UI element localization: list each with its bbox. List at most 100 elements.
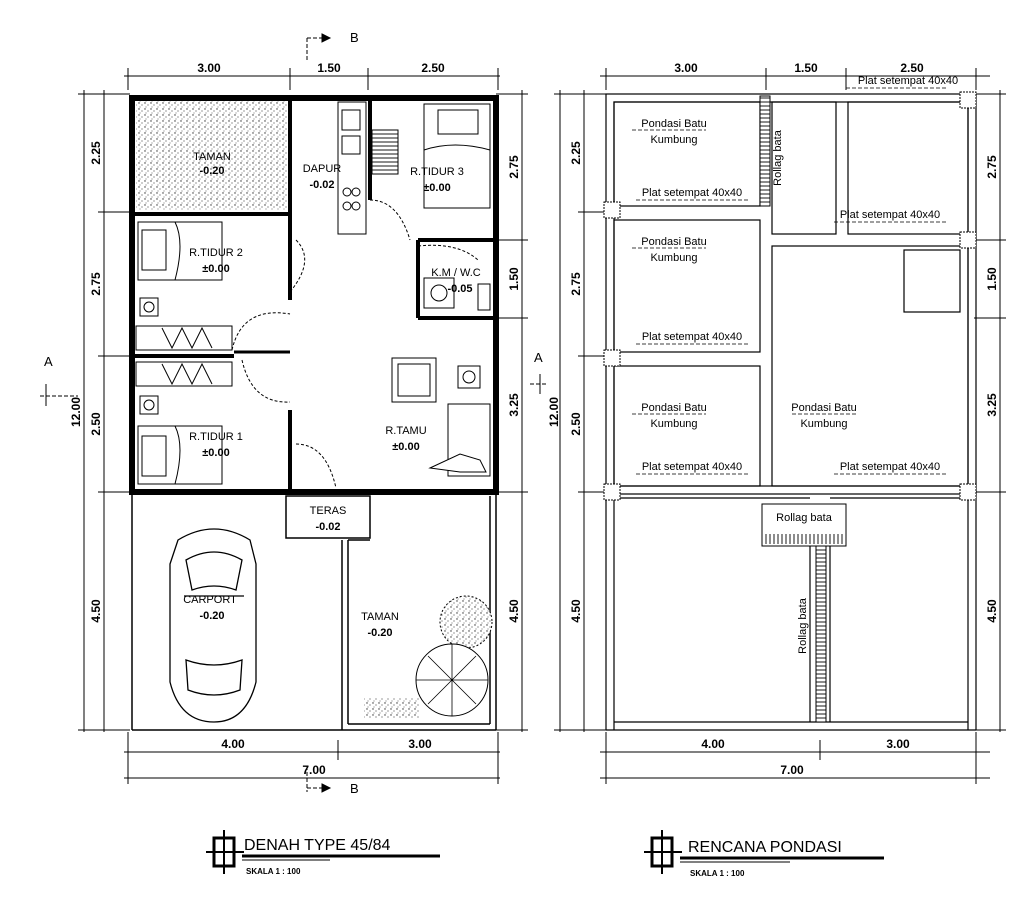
room-tidur3-level: ±0.00 bbox=[423, 182, 450, 194]
room-taman-top-level: -0.20 bbox=[199, 165, 224, 177]
floor-title-symbol bbox=[206, 830, 440, 874]
wardrobe-1-doors bbox=[161, 326, 213, 350]
room-teras-name: TERAS bbox=[310, 505, 347, 517]
section-a-left-label: A bbox=[44, 354, 53, 369]
section-b-bottom-marker bbox=[306, 766, 332, 793]
foundation-title-symbol bbox=[644, 830, 884, 874]
pad-footings bbox=[603, 91, 977, 501]
floor-vent-1 bbox=[139, 297, 159, 317]
foundation-top-dim-3: 2.50 bbox=[900, 61, 924, 75]
pondasi-label-2-line1: Pondasi Batu bbox=[641, 236, 706, 248]
bathroom-fixtures bbox=[423, 277, 491, 311]
rollag-strip-vertical bbox=[759, 95, 771, 207]
car-symbol bbox=[169, 528, 257, 723]
floor-left-dim-3: 2.50 bbox=[89, 412, 103, 436]
pondasi-label-1-line1: Pondasi Batu bbox=[641, 118, 706, 130]
room-tidur2-level: ±0.00 bbox=[202, 263, 229, 275]
kitchen-counter bbox=[337, 101, 367, 235]
rollag-label-vertical: Rollag bata bbox=[772, 129, 784, 186]
garden-top-left bbox=[136, 100, 290, 210]
foundation-top-dim-1: 3.00 bbox=[674, 61, 698, 75]
room-dapur-level: -0.02 bbox=[309, 179, 334, 191]
room-taman-level: -0.20 bbox=[367, 627, 392, 639]
section-b-top-marker bbox=[306, 33, 332, 62]
room-tamu-level: ±0.00 bbox=[392, 441, 419, 453]
room-teras-level: -0.02 bbox=[315, 521, 340, 533]
room-taman-top-name: TAMAN bbox=[193, 151, 231, 163]
floor-top-dim-2: 1.50 bbox=[317, 61, 341, 75]
foundation-plan-title: RENCANA PONDASI bbox=[688, 839, 842, 856]
plat-label-3: Plat setempat 40x40 bbox=[642, 461, 742, 473]
floor-right-dim-4: 4.50 bbox=[507, 599, 521, 623]
rollag-label-lower: Rollag bata bbox=[797, 597, 809, 654]
pondasi-label-4-line2: Kumbung bbox=[800, 418, 847, 430]
wardrobe-1 bbox=[135, 325, 233, 351]
foundation-right-dim-2: 1.50 bbox=[985, 267, 999, 291]
tree-symbols bbox=[364, 595, 493, 718]
annotation-arrows bbox=[632, 87, 946, 475]
foundation-section-a-label: A bbox=[534, 350, 543, 365]
foundation-left-dim-3: 2.50 bbox=[569, 412, 583, 436]
site-boundary bbox=[131, 492, 497, 731]
floor-plan-title: DENAH TYPE 45/84 bbox=[244, 837, 391, 854]
foundation-right-dim-4: 4.50 bbox=[985, 599, 999, 623]
pondasi-label-4-line1: Pondasi Batu bbox=[791, 402, 856, 414]
foundation-plan-scale: SKALA 1 : 100 bbox=[690, 869, 745, 878]
pondasi-label-1-line2: Kumbung bbox=[650, 134, 697, 146]
floor-plan: 3.00 1.50 2.50 B B A bbox=[40, 30, 528, 876]
wardrobe-2-doors bbox=[161, 362, 213, 386]
foundation-left-dim-4: 4.50 bbox=[569, 599, 583, 623]
bed-room1 bbox=[137, 425, 223, 485]
bed-room3 bbox=[423, 103, 491, 209]
floor-bottom-dimensions bbox=[124, 732, 500, 784]
floor-left-dimensions bbox=[78, 90, 130, 732]
foundation-right-dim-1: 2.75 bbox=[985, 155, 999, 179]
plat-label-2: Plat setempat 40x40 bbox=[642, 331, 742, 343]
pondasi-label-3-line2: Kumbung bbox=[650, 418, 697, 430]
floor-left-dim-4: 4.50 bbox=[89, 599, 103, 623]
floor-bottom-dim-1: 4.00 bbox=[221, 737, 245, 751]
room-tidur2-name: R.TIDUR 2 bbox=[189, 247, 243, 259]
floor-interior-walls bbox=[132, 98, 496, 492]
floor-top-dim-3: 2.50 bbox=[421, 61, 445, 75]
floor-right-dim-2: 1.50 bbox=[507, 267, 521, 291]
room-kmwc-level: -0.05 bbox=[447, 283, 472, 295]
foundation-left-dimensions bbox=[554, 90, 610, 732]
floor-top-dimensions bbox=[124, 68, 500, 90]
foundation-right-dimensions bbox=[974, 90, 1006, 732]
section-a-left-marker bbox=[40, 384, 78, 406]
rollag-strip-teras bbox=[815, 545, 827, 723]
foundation-bottom-dim-1: 4.00 bbox=[701, 737, 725, 751]
foundation-bottom-dimensions bbox=[600, 732, 990, 784]
plat-label-1: Plat setempat 40x40 bbox=[642, 187, 742, 199]
foundation-section-a-marker bbox=[530, 374, 548, 394]
floor-left-total: 12.00 bbox=[69, 397, 83, 427]
room-tidur1-level: ±0.00 bbox=[202, 447, 229, 459]
bed-room2 bbox=[137, 221, 223, 281]
floor-left-dim-1: 2.25 bbox=[89, 141, 103, 165]
floor-vent-2 bbox=[139, 395, 159, 415]
floor-plan-scale: SKALA 1 : 100 bbox=[246, 867, 301, 876]
floor-right-dimensions bbox=[496, 90, 528, 732]
foundation-bottom-dim-2: 3.00 bbox=[886, 737, 910, 751]
room-taman-name: TAMAN bbox=[361, 611, 399, 623]
foundation-right-dim-3: 3.25 bbox=[985, 393, 999, 417]
foundation-left-total: 12.00 bbox=[547, 397, 561, 427]
plat-label-5: Plat setempat 40x40 bbox=[840, 209, 940, 221]
foundation-bottom-total: 7.00 bbox=[780, 763, 804, 777]
teras-platform bbox=[285, 495, 371, 539]
pondasi-label-3-line1: Pondasi Batu bbox=[641, 402, 706, 414]
foundation-left-dim-2: 2.75 bbox=[569, 272, 583, 296]
foundation-left-dim-1: 2.25 bbox=[569, 141, 583, 165]
room-tidur1-name: R.TIDUR 1 bbox=[189, 431, 243, 443]
stair-hatch bbox=[371, 129, 399, 175]
door-swings bbox=[231, 199, 479, 489]
foundation-strips bbox=[605, 93, 977, 731]
foundation-top-dimensions bbox=[600, 68, 990, 90]
floor-walls bbox=[129, 95, 499, 495]
room-dapur-name: DAPUR bbox=[303, 163, 342, 175]
room-tidur3-name: R.TIDUR 3 bbox=[410, 166, 464, 178]
floor-left-dim-2: 2.75 bbox=[89, 272, 103, 296]
plat-label-4: Plat setempat 40x40 bbox=[840, 461, 940, 473]
rollag-label-teras: Rollag bata bbox=[776, 512, 833, 524]
